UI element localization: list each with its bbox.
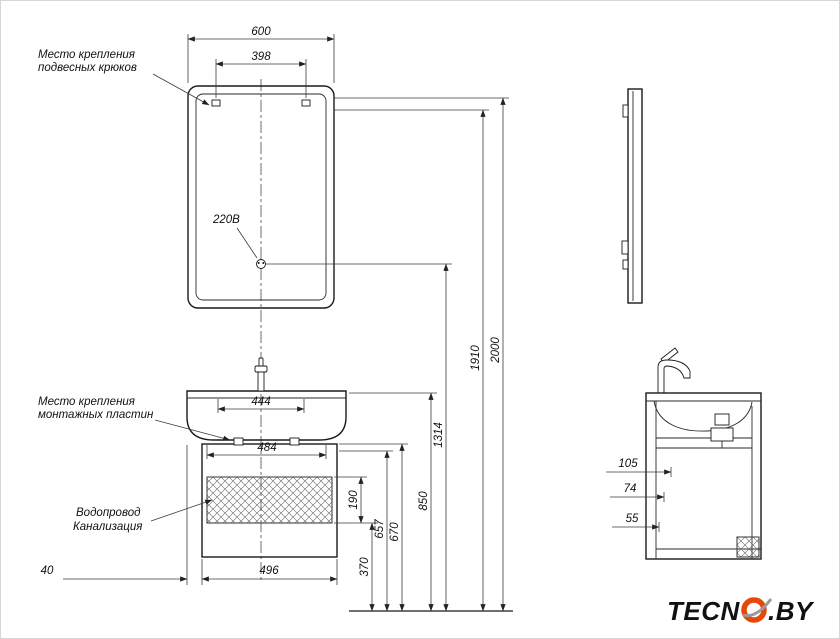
mirror-inner-frame bbox=[195, 93, 327, 301]
dim-74-value: 74 bbox=[624, 483, 637, 495]
dim-40-value: 40 bbox=[41, 565, 54, 577]
dim-484-value: 484 bbox=[257, 442, 276, 454]
plumbing-hatch-area bbox=[206, 476, 333, 524]
logo-o-ring-icon bbox=[741, 597, 767, 623]
water-label-line1: Водопровод bbox=[76, 507, 140, 519]
socket-pin-left bbox=[257, 262, 260, 264]
water-label-leader bbox=[150, 499, 213, 522]
dim-600-value: 600 bbox=[251, 26, 271, 38]
dim-657-value: 657 bbox=[374, 519, 386, 539]
dim-398-value: 398 bbox=[251, 51, 271, 63]
front-view: 600 398 Место крепления подвесных крюков… bbox=[38, 26, 513, 612]
dim-444-value: 444 bbox=[251, 396, 270, 408]
dim-496-value: 496 bbox=[259, 565, 279, 577]
side-pipe-hatch-block bbox=[736, 536, 760, 558]
plates-label-leader bbox=[154, 419, 231, 441]
faucet-spout bbox=[254, 365, 268, 373]
dim-670-value: 670 bbox=[389, 522, 401, 542]
logo-text-right: .BY bbox=[768, 596, 815, 626]
dim-1314-value: 1314 bbox=[433, 422, 445, 448]
power-leader bbox=[236, 227, 258, 259]
mirror-outer-frame bbox=[187, 85, 335, 309]
dim-2000-value: 2000 bbox=[490, 337, 502, 364]
logo: TECN .BY bbox=[667, 596, 815, 626]
side-mirror-body bbox=[627, 88, 643, 304]
side-faucet-spout bbox=[657, 359, 691, 394]
hooks-label-line2: подвесных крюков bbox=[38, 62, 137, 74]
logo-swoosh-icon bbox=[742, 598, 773, 618]
faucet-body bbox=[257, 371, 265, 392]
sink-outline bbox=[186, 390, 347, 441]
dim-190-value: 190 bbox=[348, 490, 360, 510]
dim-370-value: 370 bbox=[359, 557, 371, 577]
side-view: 105 74 55 bbox=[606, 88, 762, 560]
plates-label-line2: монтажных пластин bbox=[38, 409, 154, 421]
side-mirror-bracket-bottom bbox=[622, 259, 629, 270]
mounting-plate-left bbox=[233, 437, 244, 446]
dim-850-value: 850 bbox=[418, 491, 430, 511]
side-drain-part-lower bbox=[710, 427, 734, 442]
hooks-label-leader bbox=[152, 73, 210, 106]
hooks-label-line1: Место крепления bbox=[38, 49, 135, 61]
side-cabinet-outline bbox=[645, 392, 762, 560]
dim-105-value: 105 bbox=[618, 458, 638, 470]
dim-1910-value: 1910 bbox=[470, 345, 482, 371]
side-basin-curve bbox=[653, 400, 753, 432]
mounting-plate-right bbox=[289, 437, 300, 446]
side-drain-part-upper bbox=[714, 413, 730, 426]
socket-pin-right bbox=[262, 262, 265, 264]
plates-label-line1: Место крепления bbox=[38, 396, 135, 408]
power-label: 220В bbox=[212, 214, 240, 226]
cabinet-outline bbox=[201, 443, 338, 558]
socket-symbol bbox=[256, 259, 266, 269]
water-label-line2: Канализация bbox=[73, 521, 142, 533]
dim-55-value: 55 bbox=[626, 513, 639, 525]
side-mirror-junction-box bbox=[621, 240, 629, 255]
faucet-front bbox=[254, 357, 268, 392]
faucet-side bbox=[657, 347, 691, 394]
side-mirror-bracket-top bbox=[622, 104, 629, 118]
logo-text-left: TECN bbox=[667, 596, 741, 626]
hook-mark-left bbox=[211, 99, 221, 107]
hook-mark-right bbox=[301, 99, 311, 107]
